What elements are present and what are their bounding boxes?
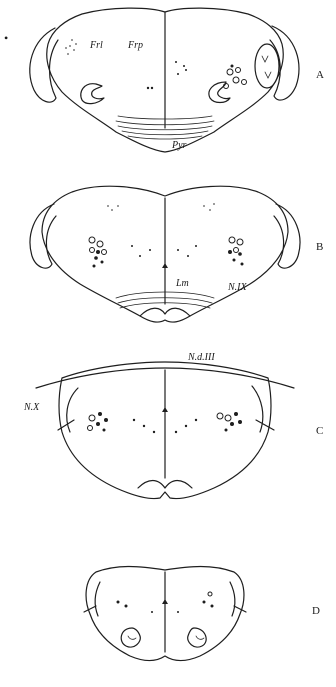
section-b-triangle <box>162 263 168 268</box>
section-a-left-c <box>81 84 104 104</box>
stray-mark: • <box>4 31 8 45</box>
section-a-v-mark-2 <box>265 72 271 78</box>
section-a-right-oval <box>255 44 279 88</box>
section-d: D <box>84 567 320 661</box>
label-frl: Frl <box>89 40 103 51</box>
label-pyr: Pyr <box>171 140 187 151</box>
section-a-v-mark-1 <box>262 56 268 62</box>
section-a-right-flap <box>270 26 299 100</box>
panel-d-letter: D <box>312 605 320 617</box>
label-frp: Frp <box>127 40 143 51</box>
section-d-triangle <box>162 599 168 604</box>
section-d-left-loop <box>121 628 140 647</box>
section-a-left-flap <box>30 28 58 102</box>
section-b: Lm N.IX B <box>30 186 323 322</box>
section-c-triangle <box>162 407 168 412</box>
section-a-right-c <box>209 82 230 103</box>
panel-a-letter: A <box>316 69 324 81</box>
label-n-ix: N.IX <box>227 282 248 293</box>
panel-b-letter: B <box>316 241 323 253</box>
section-c-notch <box>138 481 192 489</box>
panel-c-letter: C <box>316 425 323 437</box>
label-lm: Lm <box>175 278 189 289</box>
section-a: Frl Frp Pyr A <box>30 8 324 152</box>
label-n-x: N.X <box>23 402 40 413</box>
section-c: N.d.III N.X C <box>23 352 323 499</box>
section-b-notch <box>140 308 190 316</box>
label-n-d-iii: N.d.III <box>187 352 215 363</box>
